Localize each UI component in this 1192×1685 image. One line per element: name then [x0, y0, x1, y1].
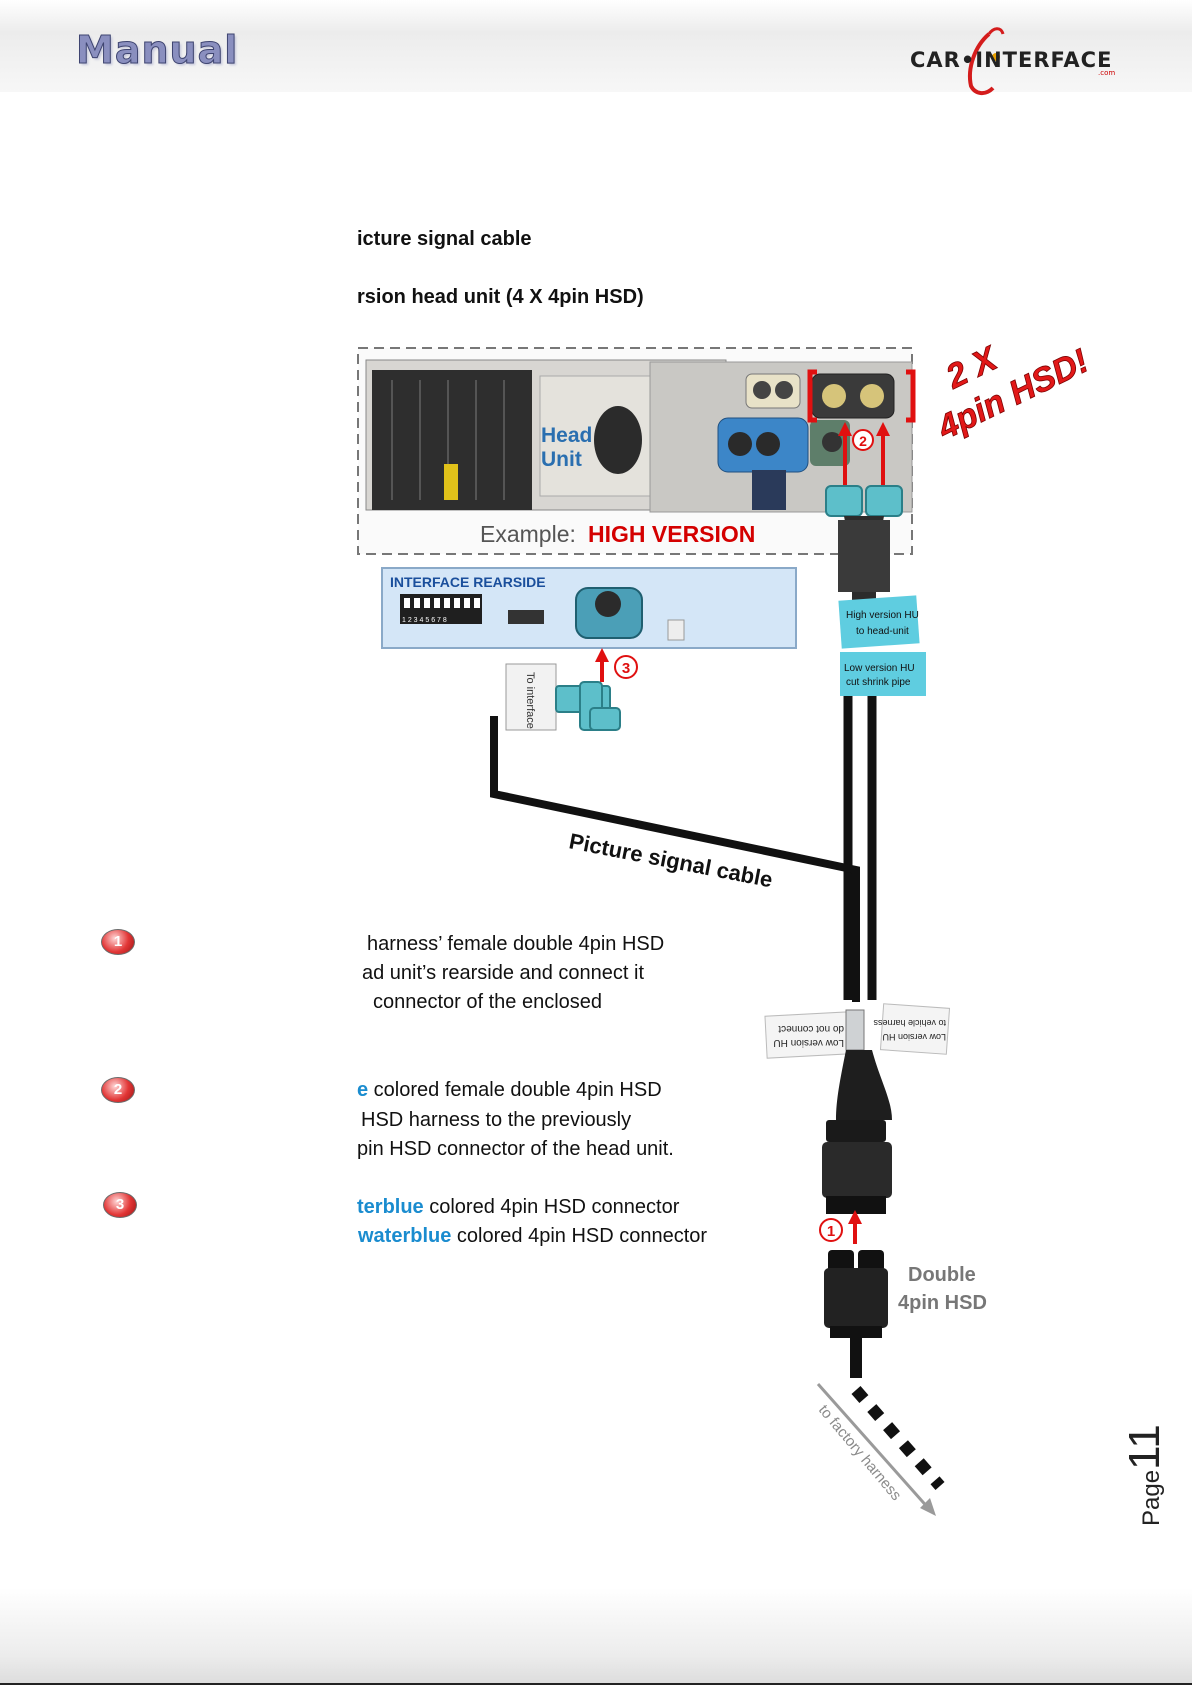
example-prefix: Example:	[480, 521, 576, 547]
logo-text: CAR•INTERFACE	[910, 48, 1113, 72]
head-unit-label-1: Head	[541, 424, 592, 447]
to-interface-tag-text: To interface	[524, 672, 536, 729]
wiring-diagram: 2 Head Unit Example: HIGH VERSION 2 X 4p…	[357, 338, 1095, 1516]
high-version-tag-1: High version HU	[846, 610, 919, 621]
manual-title: Manual	[75, 28, 239, 73]
marker-3-arrow-label: 3	[622, 660, 630, 677]
picture-signal-cable-label: Picture signal cable	[567, 828, 775, 892]
example-version: HIGH VERSION	[588, 521, 755, 547]
dip-numbers: 1 2 3 4 5 6 7 8	[402, 617, 447, 624]
footer-rule	[0, 1683, 1192, 1685]
page-footer	[0, 1588, 1192, 1685]
lower-tag-right	[879, 1003, 951, 1055]
step-2-line-1: e colored female double 4pin HSD	[357, 1079, 662, 1101]
step-1-badge: 1	[101, 929, 135, 955]
step-1-line-3: connector of the enclosed	[373, 991, 603, 1013]
low-version-tag-1: Low version HU	[844, 663, 915, 674]
callout-2x-4pin: 2 X 4pin HSD!	[931, 338, 1095, 448]
step-1-line-2: ad unit’s rearside and connect it	[362, 962, 645, 984]
lower-tag-left	[764, 1011, 852, 1059]
page-number: Page11	[1120, 1424, 1170, 1526]
high-version-tag-2: to head-unit	[856, 626, 909, 637]
step-2-line-3: pin HSD connector of the head unit.	[357, 1138, 674, 1160]
marker-2-top-label: 2	[859, 433, 867, 449]
marker-1-arrow-label: 1	[827, 1223, 835, 1240]
marker-3-arrow	[614, 655, 638, 679]
factory-double-hsd-male	[824, 1268, 888, 1328]
step-3-badge: 3	[103, 1192, 137, 1218]
hsd-plug-right	[865, 485, 903, 517]
heading-line-2: rsion head unit (4 X 4pin HSD)	[357, 286, 644, 308]
step-3-line-1: terblue colored 4pin HSD connector	[357, 1196, 680, 1218]
to-factory-harness-label: to factory harness	[815, 1402, 905, 1504]
step-3-line-2: waterblue colored 4pin HSD connector	[358, 1225, 708, 1247]
heading-line-1: icture signal cable	[357, 228, 532, 250]
marker-2-top	[852, 429, 874, 451]
marker-1-arrow	[819, 1218, 843, 1242]
head-unit-label-2: Unit	[541, 448, 582, 471]
harness-connector-top	[826, 1120, 886, 1142]
hsd-plug-left	[825, 485, 863, 517]
step-2-line-2: HSD harness to the previously	[361, 1109, 632, 1131]
page-word: Page	[1138, 1469, 1165, 1526]
low-version-tag	[840, 652, 926, 696]
lower-tag-right-1: Low version HU	[882, 1032, 946, 1042]
page-header: Manual CAR•INTERFACE .com	[0, 0, 1192, 95]
high-version-tag	[838, 595, 920, 649]
car-interface-logo-icon	[968, 27, 1005, 95]
lower-tag-left-2: do not connect	[778, 1023, 844, 1034]
step-1-line-1: harness’ female double 4pin HSD	[367, 933, 665, 955]
harness-double-hsd-female	[822, 1142, 892, 1198]
step-2-badge: 2	[101, 1077, 135, 1103]
logo-sub: .com	[1098, 69, 1116, 77]
low-version-tag-2: cut shrink pipe	[846, 677, 911, 688]
lower-tag-right-2: to vehicle harness	[873, 1018, 946, 1028]
double-hsd-label-1: Double	[908, 1264, 976, 1286]
double-hsd-label-2: 4pin HSD	[898, 1292, 987, 1314]
knob	[594, 406, 642, 474]
interface-rearside-label: INTERFACE REARSIDE	[390, 574, 546, 590]
mini-usb-port	[508, 610, 544, 624]
fuse	[444, 464, 458, 500]
lower-tag-left-1: Low version HU	[773, 1037, 844, 1048]
page-number-value: 11	[1120, 1424, 1169, 1470]
